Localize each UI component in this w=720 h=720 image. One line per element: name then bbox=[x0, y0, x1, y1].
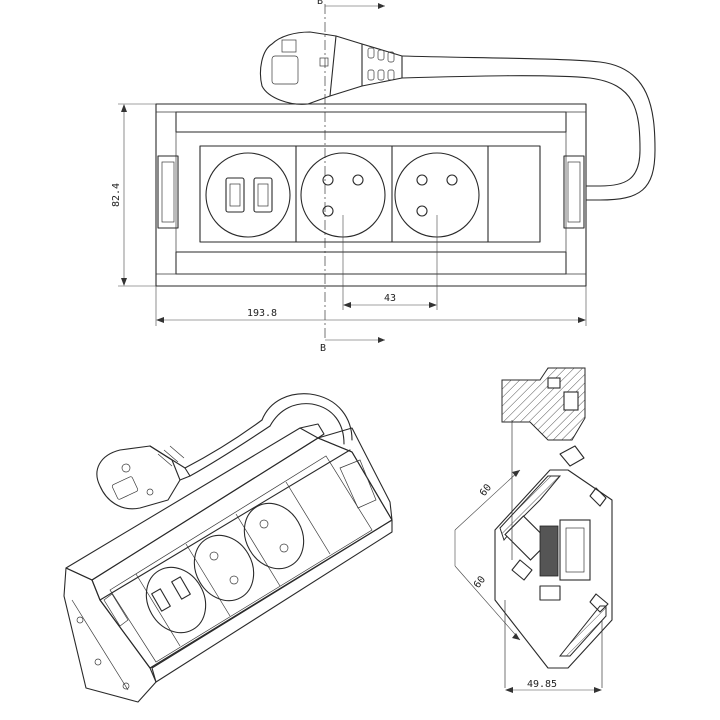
section-label-bottom: B bbox=[320, 343, 326, 354]
iso-front-face bbox=[91, 437, 393, 669]
iso-plug bbox=[96, 445, 191, 510]
section-label-top: B bbox=[317, 0, 323, 7]
dim-socket-pitch: 43 bbox=[384, 293, 396, 304]
isometric-view bbox=[63, 393, 393, 703]
housing-outer bbox=[155, 103, 587, 287]
section-housing bbox=[494, 469, 613, 669]
usb-module bbox=[205, 152, 291, 238]
dim-height: 82.4 bbox=[111, 183, 122, 207]
end-slot-left bbox=[157, 155, 179, 229]
section-hatch-top bbox=[501, 367, 586, 441]
usb-port-icon bbox=[151, 588, 171, 612]
usb-port-icon bbox=[225, 177, 245, 213]
dim-width: 193.8 bbox=[247, 308, 277, 319]
end-slot-right bbox=[563, 155, 585, 229]
usb-port-icon bbox=[253, 177, 273, 213]
front-view: B B bbox=[111, 0, 656, 354]
section-view: 60 60 49.85 bbox=[454, 367, 613, 693]
usb-port-icon bbox=[171, 576, 191, 600]
plug bbox=[259, 31, 403, 105]
dim-depth: 49.85 bbox=[527, 679, 557, 690]
power-cable bbox=[401, 55, 656, 201]
